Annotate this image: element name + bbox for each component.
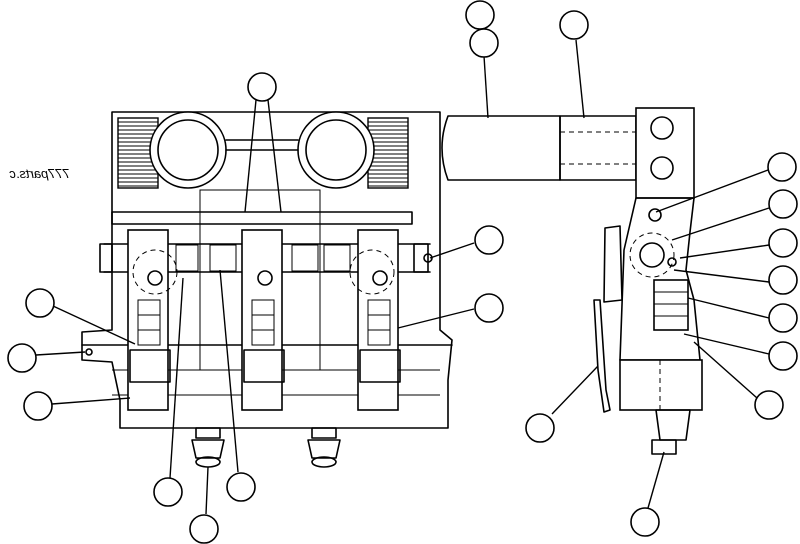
leader-lines [35, 28, 770, 515]
callout-balloon [153, 477, 183, 507]
callout-balloon [754, 390, 784, 420]
callout-balloon [525, 413, 555, 443]
callout-balloon [189, 514, 219, 544]
callout-balloon [7, 343, 37, 373]
callout-balloon [469, 28, 499, 58]
valve-body-front-view [81, 111, 453, 468]
callout-balloon [474, 293, 504, 323]
callout-balloon [630, 507, 660, 537]
callout-balloon [247, 72, 277, 102]
callout-balloon [25, 288, 55, 318]
bottom-fitting-left [191, 427, 225, 468]
callout-balloon [559, 10, 589, 40]
callout-balloon [23, 391, 53, 421]
callout-balloon [768, 303, 798, 333]
valve-body-side-view [441, 107, 703, 455]
watermark: 777parts.c [9, 166, 70, 181]
callout-balloon [465, 0, 495, 30]
callout-balloon [768, 265, 798, 295]
callout-balloon [768, 341, 798, 371]
callout-balloon [768, 189, 798, 219]
callout-balloon [474, 225, 504, 255]
callout-balloon [226, 472, 256, 502]
spool-left [127, 229, 178, 411]
svg-text:777parts.c: 777parts.c [9, 166, 70, 181]
callout-balloon [767, 152, 797, 182]
spool-right [349, 229, 401, 411]
callout-balloons [7, 0, 798, 544]
bottom-fitting-right [307, 427, 341, 468]
spool-center [241, 229, 285, 411]
callout-balloon [768, 228, 798, 258]
